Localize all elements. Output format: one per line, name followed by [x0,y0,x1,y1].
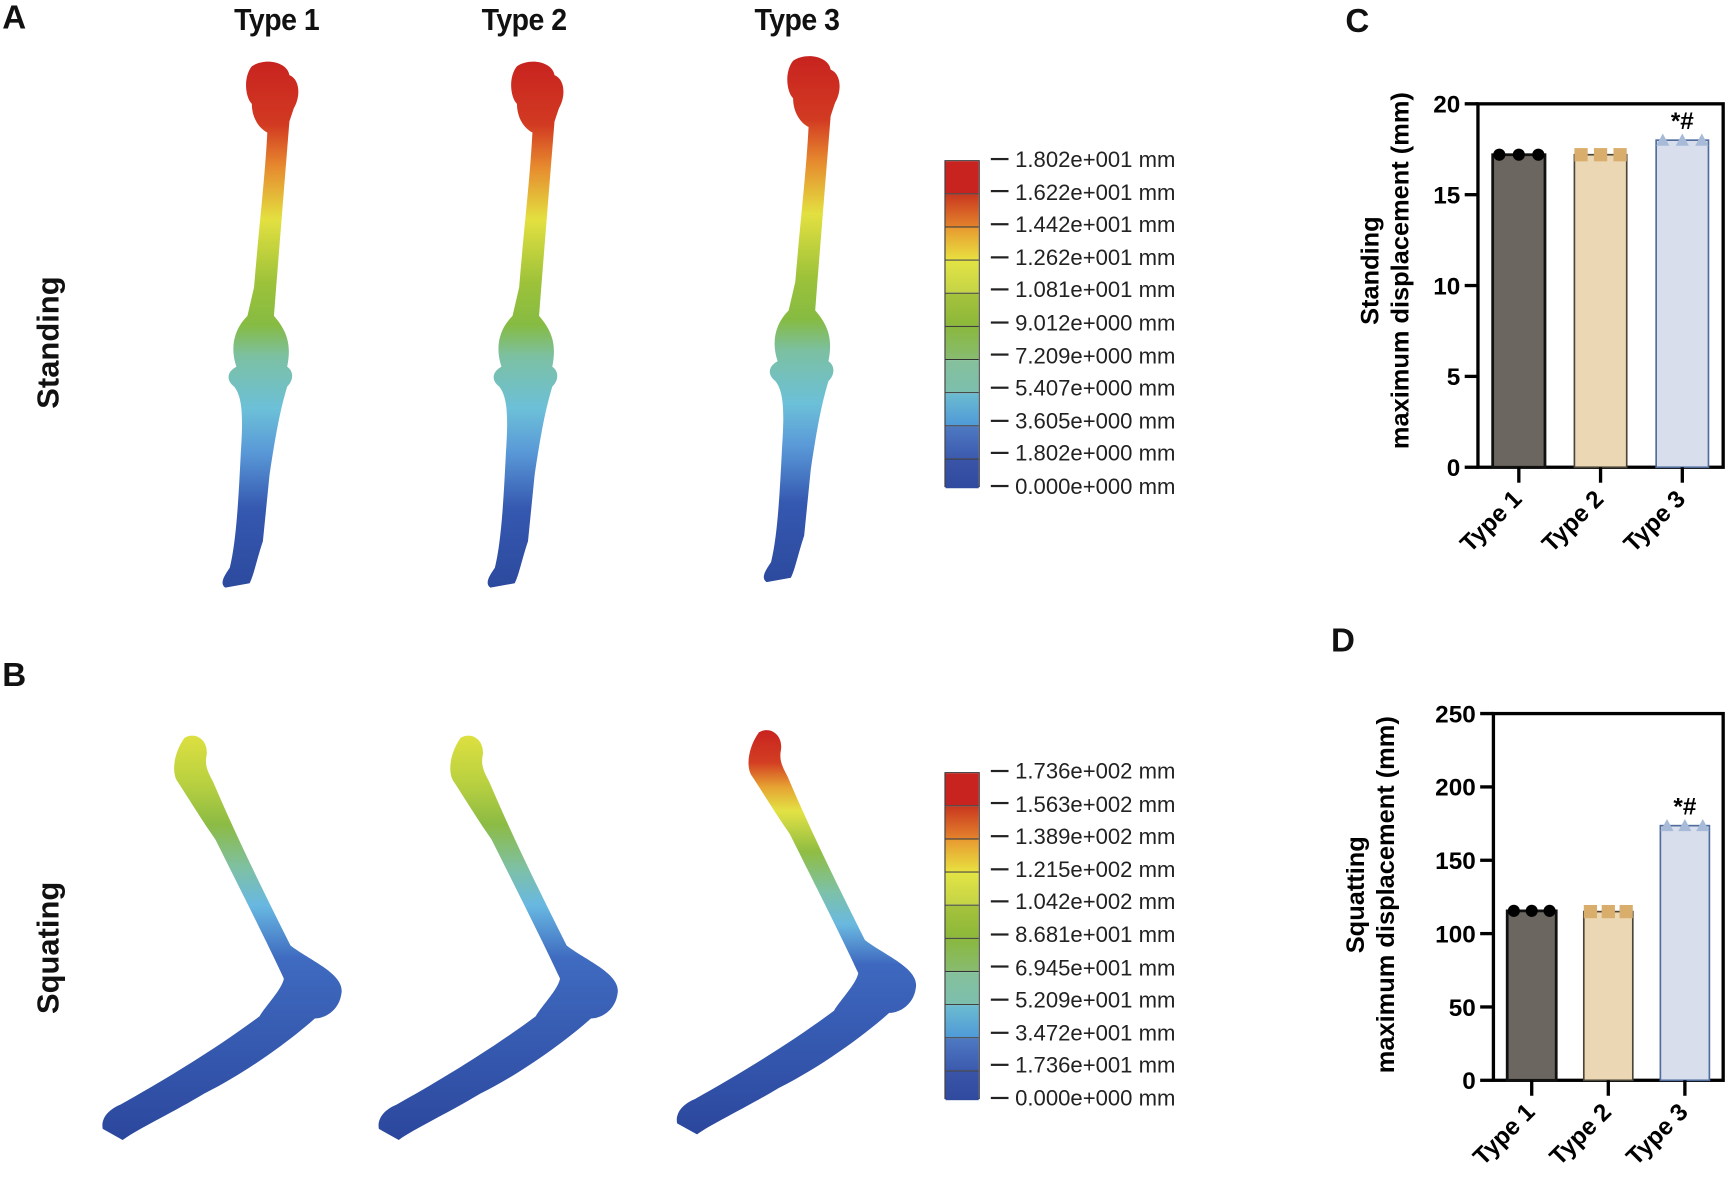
legend-tick: 1.622e+001 mm [991,182,1175,204]
legend-tick: 1.563e+002 mm [991,794,1175,816]
bone-model-squatting-type1 [102,735,342,1140]
bar-chart-squatting: Squatting maximum displacement (mm) 0 50 1… [1331,674,1729,1187]
legend-tick: 0.000e+000 mm [991,476,1175,498]
bone-model-standing-type3 [763,56,840,583]
legend-tick: 1.262e+001 mm [991,247,1175,269]
legend-tick: 9.012e+000 mm [991,313,1175,335]
row-label-squatting: Squating [30,881,66,1015]
legend-tick: 1.802e+000 mm [991,443,1175,465]
column-title-type2: Type 2 [481,2,567,37]
y-axis-label-line2: maximum displacement (mm) [1372,716,1400,1073]
legend-tick: 1.042e+002 mm [991,892,1175,914]
row-label-standing: Standing [30,276,66,409]
x-tick-label: Type 2 [1545,1099,1617,1171]
legend-tick: 1.215e+002 mm [991,859,1175,881]
y-tick-label: 5 [1447,364,1461,391]
colorbar-squatting [944,772,980,1101]
y-tick-label: 200 [1435,775,1476,802]
y-axis-label-line1: Standing [1357,216,1385,325]
legend-tick: 1.389e+002 mm [991,826,1175,848]
bar-type2 [1582,910,1634,1082]
y-tick-label: 15 [1433,183,1460,210]
column-title-type3: Type 3 [754,2,840,37]
y-axis-label: Squatting maximum displacement (mm) [1342,716,1400,1073]
legend-tick: 1.736e+002 mm [991,761,1175,783]
legend-tick: 1.442e+001 mm [991,214,1175,236]
y-tick-label: 0 [1462,1068,1476,1095]
legend-tick: 1.081e+001 mm [991,280,1175,302]
y-tick-label: 10 [1433,273,1460,300]
bar-type1 [1505,909,1558,1082]
x-tick-label: Type 3 [1621,1099,1693,1171]
y-tick-label: 150 [1435,848,1476,875]
legend-tick: 6.945e+001 mm [991,957,1175,979]
legend-tick: 1.736e+001 mm [991,1055,1175,1077]
y-axis-label: Standing maximum displacement (mm) [1357,92,1415,449]
bar-type1 [1491,153,1547,469]
bar-type3 [1659,824,1711,1082]
x-tick-label: Type 1 [1468,1099,1540,1171]
y-tick-label: 250 [1435,701,1476,728]
y-tick-label: 100 [1435,921,1476,948]
bone-model-squatting-type3 [676,730,917,1135]
significance-marker: *# [1671,108,1694,135]
legend-tick: 8.681e+001 mm [991,925,1175,947]
bone-model-standing-type1 [222,61,299,588]
legend-tick: 7.209e+000 mm [991,345,1175,367]
significance-marker: *# [1673,794,1696,821]
bar-chart-standing: Standing maximum displacement (mm) 0 5 10 1… [1348,66,1729,591]
bar-type2 [1573,153,1628,469]
legend-tick: 0.000e+000 mm [991,1088,1175,1110]
y-tick-label: 50 [1449,995,1476,1022]
column-title-type1: Type 1 [234,2,320,37]
bar-type3 [1655,139,1710,469]
legend-tick: 5.407e+000 mm [991,378,1175,400]
y-axis-label-line1: Squatting [1342,836,1370,953]
legend-tick: 3.605e+000 mm [991,411,1175,433]
colorbar-standing [944,160,980,489]
y-tick-label: 20 [1433,92,1460,119]
x-tick-label: Type 3 [1619,486,1691,558]
legend-tick: 5.209e+001 mm [991,990,1175,1012]
bone-model-squatting-type2 [378,735,618,1140]
x-tick-label: Type 1 [1455,486,1527,558]
x-tick-label: Type 2 [1537,486,1609,558]
panel-letter-d: D [1331,622,1355,660]
legend-tick: 1.802e+001 mm [991,149,1175,171]
legend-tick: 3.472e+001 mm [991,1023,1175,1045]
panel-letter-b: B [2,657,27,694]
panel-letter-a: A [2,0,27,37]
panel-letter-c: C [1345,3,1370,40]
bone-model-standing-type2 [487,61,564,588]
y-axis-label-line2: maximum displacement (mm) [1386,92,1414,449]
y-tick-label: 0 [1447,455,1461,482]
